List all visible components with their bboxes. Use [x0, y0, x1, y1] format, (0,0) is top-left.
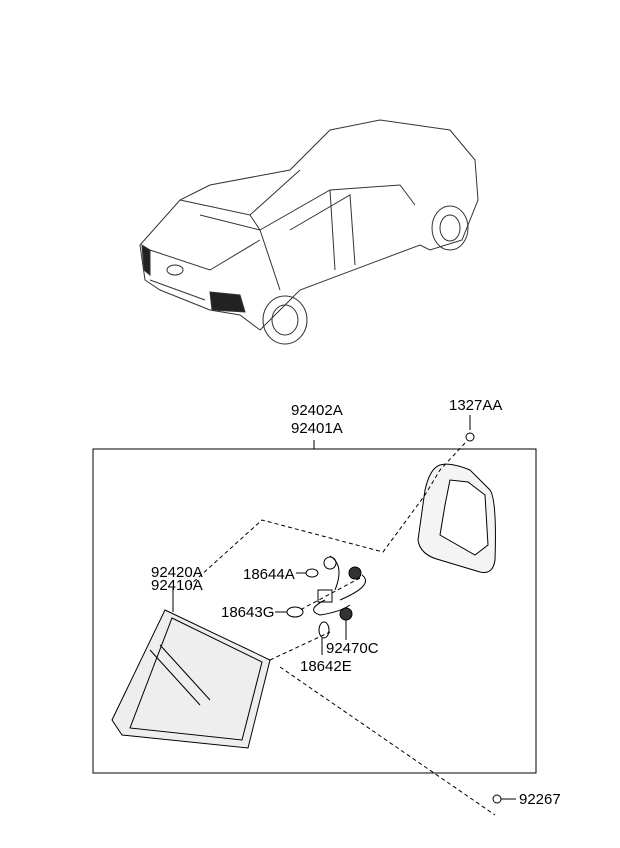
part-label-18644A: 18644A	[243, 566, 295, 583]
part-label-92410A: 92410A	[151, 577, 203, 594]
part-label-92401A: 92401A	[291, 420, 343, 437]
bulbs-and-sockets	[275, 555, 366, 655]
part-label-18642E: 18642E	[300, 658, 352, 675]
part-label-92267: 92267	[519, 791, 561, 808]
tail-lamp-lens	[111, 588, 271, 749]
part-label-18643G: 18643G	[221, 604, 275, 621]
gasket	[417, 463, 496, 573]
part-label-92402A: 92402A	[291, 402, 343, 419]
part-label-1327AA: 1327AA	[449, 397, 503, 414]
car-illustration	[139, 119, 479, 345]
part-label-92470C: 92470C	[326, 640, 379, 657]
part-label-92420A: 92420A	[151, 564, 203, 581]
